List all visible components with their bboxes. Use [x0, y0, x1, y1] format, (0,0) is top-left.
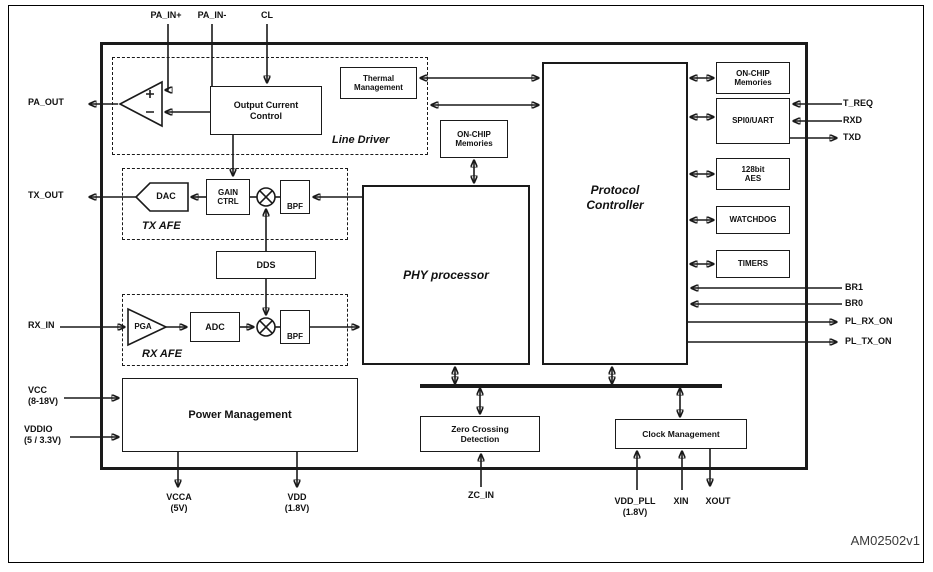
pin-xin: XIN	[673, 496, 689, 506]
pin-zc-in: ZC_IN	[467, 490, 494, 500]
tx-afe-group	[122, 168, 348, 240]
pin-pa-in-plus: PA_IN+	[150, 10, 182, 20]
aes-128bit-block: 128bit AES	[716, 158, 790, 190]
watchdog-block: WATCHDOG	[716, 206, 790, 234]
left-pin-wires	[64, 398, 119, 437]
line-driver-wires	[89, 104, 233, 176]
pin-vcca: VCCA	[166, 492, 192, 502]
output-current-control-label: Output Current Control	[233, 99, 299, 121]
pin-br1: BR1	[845, 282, 864, 292]
thermal-management-block: Thermal Management	[340, 67, 417, 99]
tx-chain-wires	[89, 197, 362, 315]
chip-boundary	[100, 42, 808, 470]
zero-crossing-detection-label: Zero Crossing Detection	[451, 423, 509, 444]
pin-vdd-pll-voltage: (1.8V)	[622, 507, 648, 517]
spi0-uart-block: SPI0/UART	[716, 98, 790, 144]
pin-vcc: VCC	[28, 385, 48, 395]
figure-watermark: AM02502v1	[850, 533, 920, 548]
protocol-controller-label: Protocol Controller	[586, 183, 644, 212]
pin-vddio-range: (5 / 3.3V)	[24, 435, 62, 445]
pin-vdd-voltage: (1.8V)	[284, 503, 310, 513]
pin-rxd: RXD	[843, 115, 863, 125]
phy-processor-block: PHY processor	[362, 185, 530, 365]
pin-vdd-pll: VDD_PLL	[614, 496, 656, 506]
bottom-pin-wires	[178, 449, 710, 490]
dac-label: DAC	[156, 191, 176, 201]
onchip-memories-mid-block: ON-CHIP Memories	[440, 120, 508, 158]
pin-vcc-range: (8-18V)	[28, 396, 59, 406]
adc-block: ADC	[190, 312, 240, 342]
pin-t-req: T_REQ	[843, 98, 874, 108]
protocol-controller-block: Protocol Controller	[542, 62, 688, 365]
zero-crossing-detection-block: Zero Crossing Detection	[420, 416, 540, 452]
aes-128bit-label: 128bit AES	[741, 164, 765, 183]
pin-xout: XOUT	[705, 496, 731, 506]
output-current-control-block: Output Current Control	[210, 86, 322, 135]
line-driver-group	[112, 57, 428, 155]
dac-icon	[134, 182, 189, 212]
pga-label: PGA	[134, 322, 152, 331]
onchip-memories-mid-label: ON-CHIP Memories	[455, 129, 493, 148]
pin-pa-in-minus: PA_IN-	[197, 10, 227, 20]
control-link-wires	[420, 78, 539, 105]
dds-block: DDS	[216, 251, 316, 279]
power-management-block: Power Management	[122, 378, 358, 452]
pin-vdd: VDD	[287, 492, 307, 502]
pga-icon	[127, 307, 168, 347]
pin-pa-out: PA_OUT	[28, 97, 64, 107]
rx-afe-group	[122, 294, 348, 366]
rx-afe-label: RX AFE	[142, 348, 182, 360]
line-driver-label: Line Driver	[332, 134, 390, 146]
pin-tx-out: TX_OUT	[28, 190, 64, 200]
clock-management-block: Clock Management	[615, 419, 747, 449]
opamp-plus-minus-icon	[146, 90, 154, 113]
tx-bpf-block: BPF	[280, 180, 310, 214]
gain-ctrl-block: GAIN CTRL	[206, 179, 250, 215]
pin-pl-rx-on: PL_RX_ON	[845, 316, 893, 326]
pin-txd: TXD	[843, 132, 861, 142]
pin-vddio: VDDIO	[24, 424, 53, 434]
rx-mixer-icon	[256, 317, 276, 337]
pin-pl-tx-on: PL_TX_ON	[845, 336, 892, 346]
pin-br0: BR0	[845, 298, 864, 308]
protocol-peripheral-wires	[690, 78, 714, 264]
tx-mixer-icon	[256, 187, 276, 207]
onchip-memories-right-block: ON-CHIP Memories	[716, 62, 790, 94]
outer-frame	[8, 5, 924, 563]
tx-afe-label: TX AFE	[142, 220, 181, 232]
pin-cl: CL	[261, 10, 273, 20]
right-pin-wires	[688, 104, 842, 342]
pin-vcca-voltage: (5V)	[170, 503, 188, 513]
timers-block: TIMERS	[716, 250, 790, 278]
pin-rx-in: RX_IN	[28, 320, 55, 330]
opamp-icon	[118, 80, 163, 128]
rx-bpf-block: BPF	[280, 310, 310, 344]
bus-branch-wires	[455, 367, 680, 417]
onchip-memories-right-label: ON-CHIP Memories	[734, 68, 772, 87]
